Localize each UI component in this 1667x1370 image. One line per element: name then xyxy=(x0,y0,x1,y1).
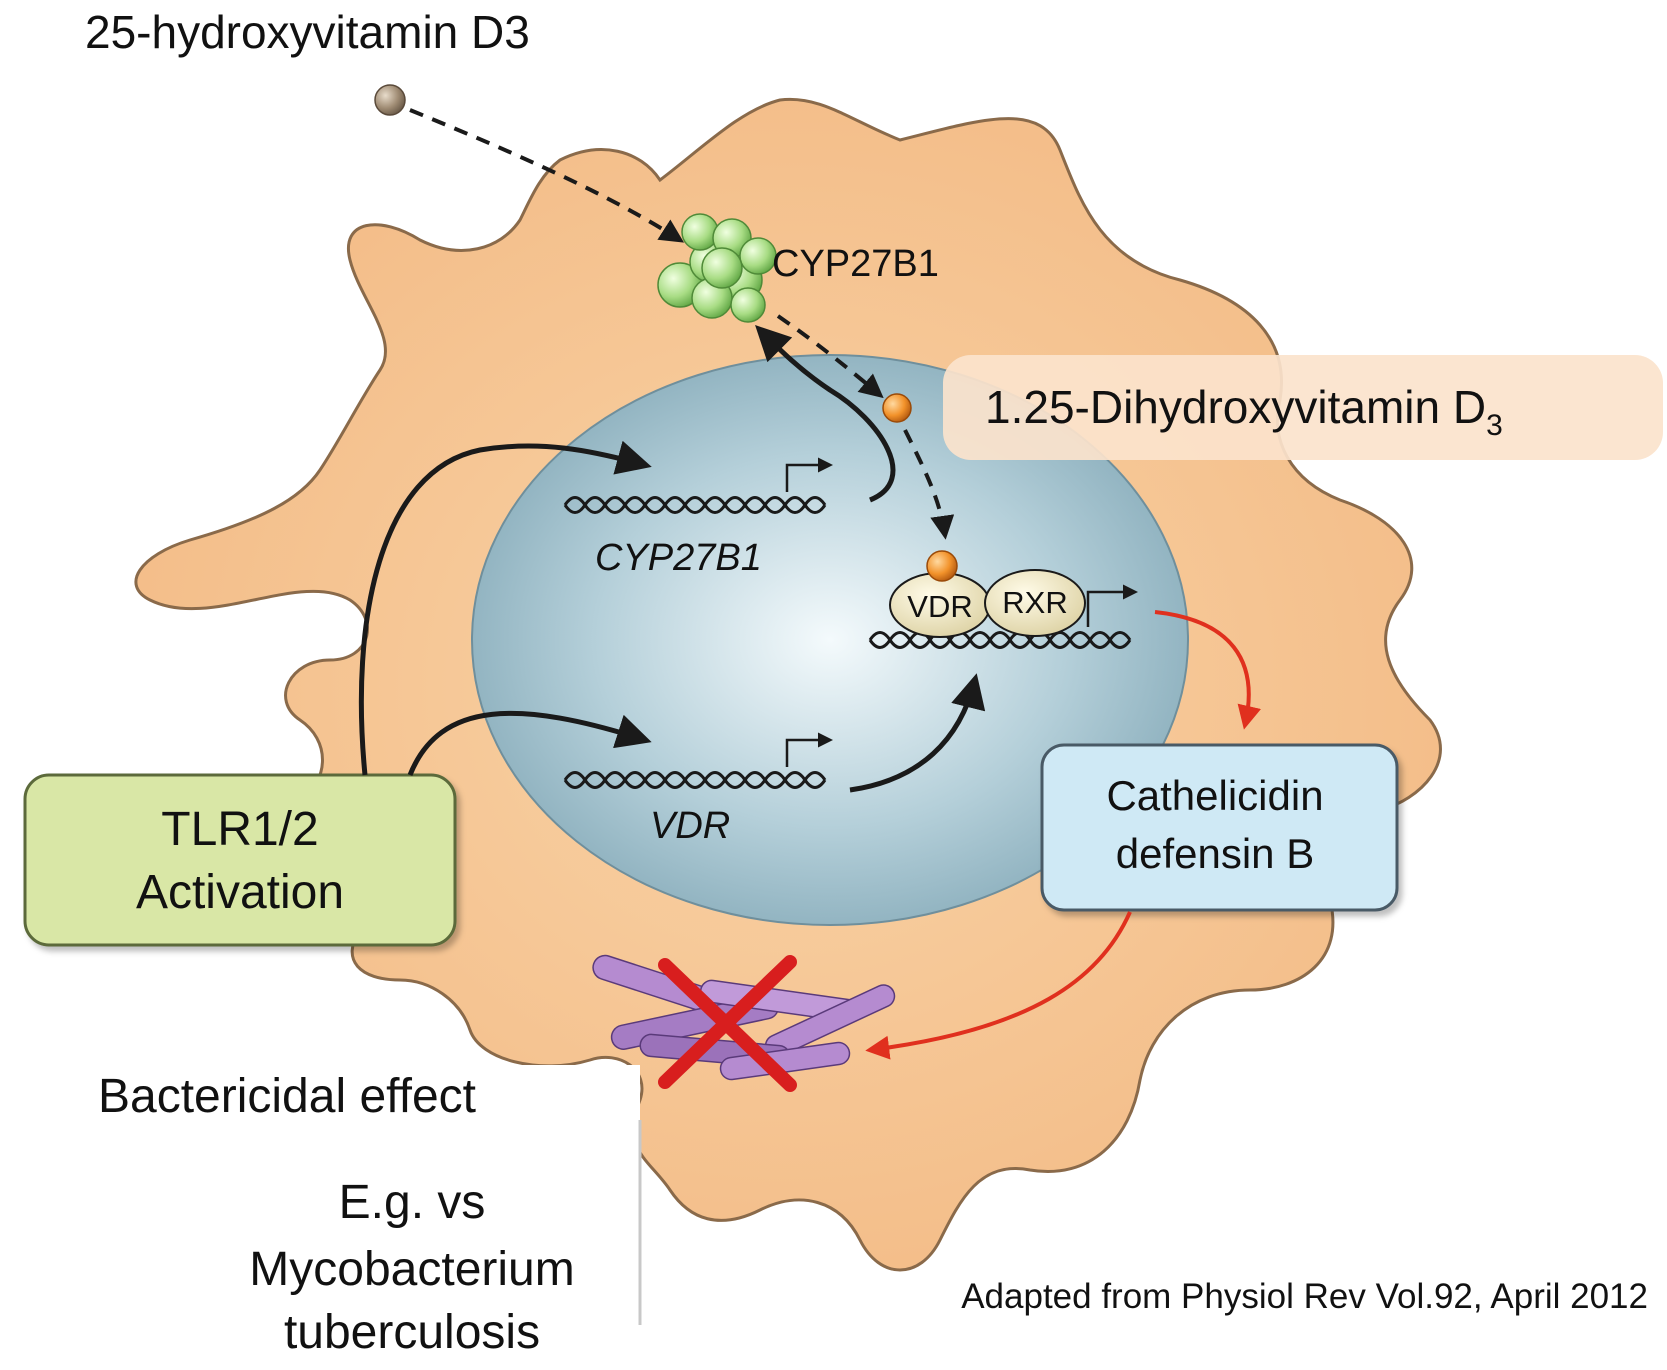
arrow-vdr-gene-to-receptor xyxy=(849,673,986,793)
product-callout xyxy=(943,355,1663,460)
arrow-tlr-to-vdr-gene xyxy=(407,710,652,776)
dna-helix-vdr-icon xyxy=(563,771,827,789)
arrow-substrate-to-enzyme xyxy=(409,108,685,243)
rxr-receptor-label: RXR xyxy=(1002,585,1067,620)
tlr-label-line2: Activation xyxy=(136,866,344,919)
example-label-line1: E.g. vs xyxy=(339,1176,486,1229)
arrow-gene-to-enzyme xyxy=(755,325,896,503)
substrate-ball-icon xyxy=(374,84,406,116)
effect-text-panel xyxy=(0,1065,640,1370)
promoter-target-icon xyxy=(1086,584,1138,627)
dna-helix-cyp27b1-icon xyxy=(563,496,827,514)
peptide-label-line2: defensin B xyxy=(1116,830,1314,877)
example-label-line3: tuberculosis xyxy=(284,1306,540,1359)
product-ball-icon xyxy=(882,393,912,423)
enzyme-label: CYP27B1 xyxy=(772,243,939,285)
example-label-line2: Mycobacterium xyxy=(249,1243,574,1296)
vdr-receptor-label: VDR xyxy=(907,589,972,624)
peptide-label-line1: Cathelicidin xyxy=(1106,772,1323,819)
red-x-icon xyxy=(658,955,797,1092)
source-citation: Adapted from Physiol Rev Vol.92, April 2… xyxy=(961,1277,1648,1316)
arrow-target-to-peptide xyxy=(1154,610,1262,730)
substrate-label: 25-hydroxyvitamin D3 xyxy=(85,6,530,58)
effect-label: Bactericidal effect xyxy=(98,1070,476,1123)
promoter-vdr-icon xyxy=(785,732,833,767)
enzyme-cluster-icon xyxy=(657,213,777,323)
product-label: 1.25-Dihydroxyvitamin D3 xyxy=(985,381,1503,442)
rxr-receptor xyxy=(984,569,1086,637)
arrow-peptide-to-bacteria xyxy=(865,911,1132,1060)
dna-helix-target-icon xyxy=(868,631,1132,649)
bound-ligand-icon xyxy=(926,550,958,582)
gene-vdr-label: VDR xyxy=(650,805,730,847)
gene-cyp27b1-label: CYP27B1 xyxy=(595,537,762,579)
promoter-cyp27b1-icon xyxy=(785,457,833,492)
tlr-label-line1: TLR1/2 xyxy=(161,803,318,856)
arrow-product-to-receptor xyxy=(903,429,955,540)
tlr-activation-box xyxy=(23,773,457,947)
arrow-tlr-to-cyp-gene xyxy=(358,440,652,776)
cathelicidin-box xyxy=(1040,743,1399,912)
